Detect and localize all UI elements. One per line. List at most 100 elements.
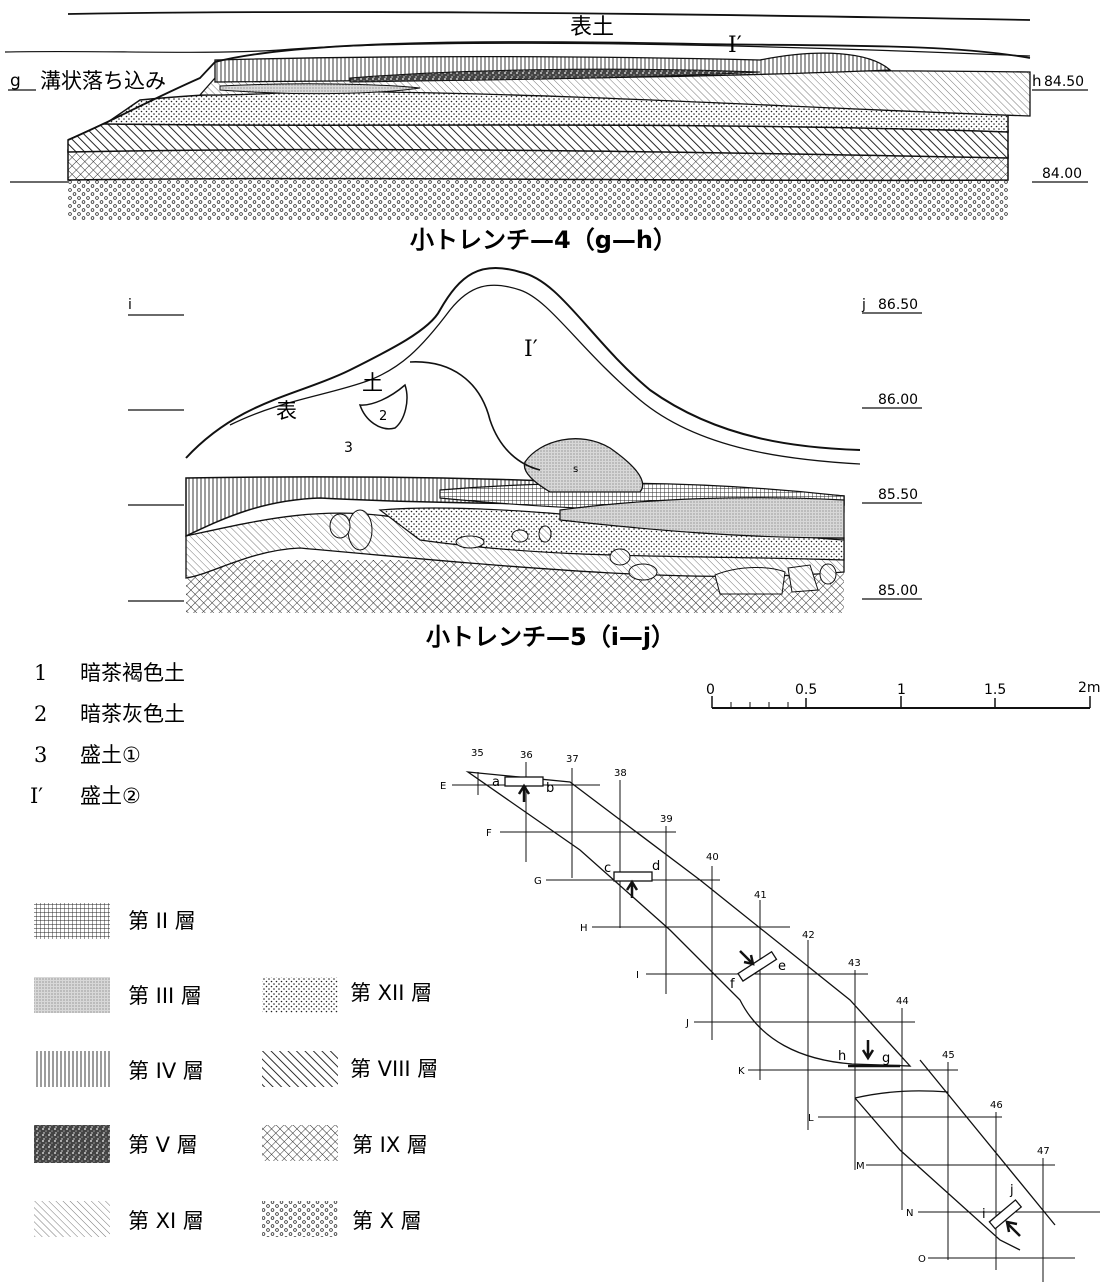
arrow-icon [861,1040,875,1061]
j-label: j [861,297,866,313]
layer-iii [559,497,845,539]
point-label: f [730,977,735,992]
stone [455,535,485,549]
elev-lower: 84.00 [1042,166,1082,182]
stone [628,563,658,581]
stone [609,548,631,566]
topsoil-label: 表土 [570,15,614,40]
point-label: g [882,1051,890,1066]
trench-outline-lower [854,1059,1056,1251]
legend-label: 第 II 層 [128,909,196,933]
legend-swatch-iv [34,1051,110,1087]
fill-label: I′ [728,33,742,58]
legend-swatch-x [262,1201,338,1237]
section-bar-cd [613,871,653,882]
arrow-icon [517,783,531,802]
elev-8600: 86.00 [878,392,918,408]
elev-upper: 84.50 [1044,74,1084,90]
legend-swatch-xi [34,1201,110,1237]
scale-label: 0 [706,682,715,698]
section-g-h: 表土 I′ g 溝状落ち込み h 84.50 84.00 小トレンチ—4（g—h… [4,11,1088,254]
col-label: 35 [471,748,484,759]
soil-legend-num: 2 [34,702,47,726]
topsoil-char-2: 土 [362,371,383,395]
section-bar-ef [737,950,778,982]
col-label: 46 [990,1100,1003,1111]
stone-mark: s [573,464,578,475]
row-label: J [685,1018,689,1029]
ditch-slope [67,61,216,141]
col-label: 42 [802,930,815,941]
soil-legend-num: 3 [34,743,47,767]
legend-label: 第 V 層 [128,1133,198,1157]
row-label: O [918,1254,926,1265]
soil-legend: 1 暗茶褐色土 2 暗茶灰色土 3 盛土① I′ 盛土② [30,661,185,808]
stone [819,563,837,585]
stone [511,529,529,543]
point-label: d [652,859,660,874]
arrow-icon [1005,1220,1021,1237]
row-label: M [856,1161,865,1172]
legend-label: 第 IV 層 [128,1059,204,1083]
row-label: G [534,876,542,887]
scale-bar: 0 0.5 1 1.5 2m [706,680,1101,709]
plan-view: 35 36 37 38 39 40 41 42 43 44 45 46 47 E… [440,748,1100,1282]
col-label: 39 [660,814,673,825]
arrow-icon [625,879,639,898]
col-label: 38 [614,768,627,779]
elev-8500: 85.00 [878,583,918,599]
trench-outline [465,771,912,1067]
row-label: E [440,781,446,792]
point-label: e [778,959,786,974]
stone [787,564,819,593]
section-title-g-h: 小トレンチ—4（g—h） [410,226,677,254]
arrow-icon [739,950,755,966]
col-label: 47 [1037,1146,1050,1157]
layer-iii [219,83,421,95]
mound-outline [185,267,861,459]
layer-num-3: 3 [344,440,353,456]
legend-swatch-xii [262,977,338,1013]
stone [329,513,351,539]
elev-8550: 85.50 [878,487,918,503]
legend-label: 第 XI 層 [128,1209,204,1233]
layer-xii [378,507,845,561]
scale-label: 1 [897,682,906,698]
g-label: g [10,71,21,91]
ground-surface [67,11,1031,21]
soil-legend-text: 盛土② [80,784,141,808]
stone-large [523,438,644,493]
point-label: c [604,861,611,876]
legend-label: 第 VIII 層 [350,1057,438,1081]
point-label: j [1009,1183,1014,1198]
col-label: 45 [942,1050,955,1061]
row-label: K [738,1066,745,1077]
layer-legend: 第 II 層 第 III 層 第 IV 層 第 V 層 第 XI 層 第 XII… [34,903,438,1237]
legend-swatch-viii [262,1051,338,1087]
row-label: I [636,970,639,981]
elev-8650: 86.50 [878,297,918,313]
legend-swatch-v [34,1125,110,1163]
section-bar-ij [988,1199,1023,1230]
col-label: 41 [754,890,767,901]
legend-label: 第 IX 層 [352,1133,428,1157]
col-label: 37 [566,754,579,765]
legend-label: 第 X 層 [352,1209,422,1233]
layer-num-2: 2 [379,409,387,424]
h-label: h [1032,72,1042,90]
legend-label: 第 III 層 [128,984,202,1008]
legend-swatch-ii [34,903,110,939]
point-label: i [982,1207,986,1222]
stone [347,509,373,551]
legend-swatch-ix [262,1125,338,1161]
mound-inner [229,284,861,465]
soil-legend-text: 暗茶褐色土 [80,661,185,685]
layer-v [349,68,761,83]
point-label: a [492,775,500,790]
col-label: 43 [848,958,861,969]
i-label: i [128,297,132,313]
layer-x [68,178,1008,220]
soil-legend-num: I′ [30,784,43,808]
section-i-j: i j 86.50 86.00 85.50 85.00 I′ 表 土 2 3 s… [128,267,922,651]
